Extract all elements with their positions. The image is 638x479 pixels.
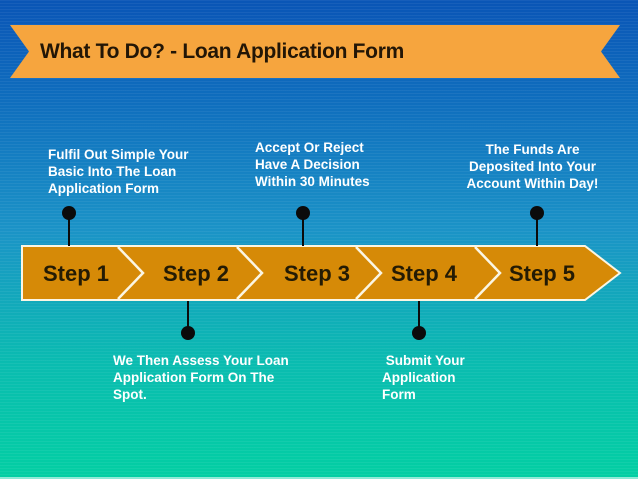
timeline-bar: [0, 240, 638, 310]
annotation-step5: The Funds Are Deposited Into Your Accoun…: [466, 142, 599, 191]
annotation-step1: Fulfil Out Simple Your Basic Into The Lo…: [48, 147, 189, 196]
connector-line-step2: [187, 301, 189, 333]
connector-dot-step2: [181, 326, 195, 340]
connector-line-step4: [418, 301, 420, 333]
step-label-4: Step 4: [390, 261, 458, 286]
ribbon-banner-shape: [10, 25, 620, 78]
connector-dot-step5: [530, 206, 544, 220]
connector-dot-step3: [296, 206, 310, 220]
step-label-2: Step 2: [162, 261, 230, 286]
step-label-3: Step 3: [283, 261, 351, 286]
connector-line-step3: [302, 213, 304, 246]
connector-line-step5: [536, 213, 538, 246]
step-label-1: Step 1: [42, 261, 110, 286]
annotation-step4: Submit Your Application Form: [382, 353, 465, 402]
timeline-arrow-shape: [21, 245, 622, 301]
chevron-separator-2: [236, 246, 264, 300]
annotation-step3: Accept Or Reject Have A Decision Within …: [255, 140, 370, 189]
chevron-separator-3: [355, 246, 383, 300]
chevron-separator-1: [117, 246, 145, 300]
connector-line-step1: [68, 213, 70, 246]
chevron-separator-4: [474, 246, 502, 300]
connector-dot-step1: [62, 206, 76, 220]
connector-dot-step4: [412, 326, 426, 340]
step-label-5: Step 5: [508, 261, 576, 286]
bottom-edge-strip: [0, 477, 638, 479]
slide-title: What To Do? - Loan Application Form: [40, 40, 404, 63]
title-ribbon: [8, 24, 622, 79]
annotation-step2: We Then Assess Your Loan Application For…: [113, 353, 289, 402]
